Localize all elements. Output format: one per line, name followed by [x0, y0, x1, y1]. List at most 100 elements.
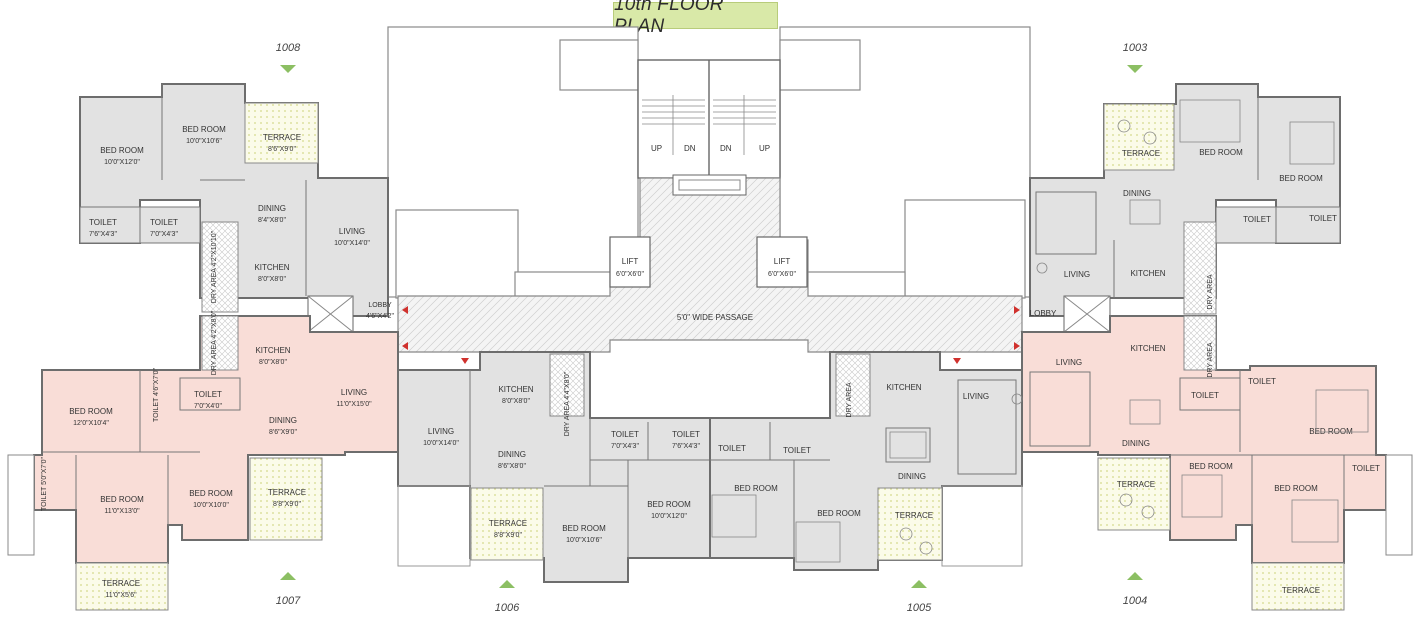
room-1007-living: LIVING [341, 388, 367, 397]
unit-label-1005: 1005 [907, 602, 932, 614]
room-1004-bedroom-2: BED ROOM [1189, 462, 1233, 471]
room-1007-bedroom-2-size: 11'0"X13'0" [104, 508, 140, 515]
room-1006-living-size: 10'0"X14'0" [423, 440, 459, 447]
room-1007-kitchen-size: 8'0"X8'0" [259, 359, 287, 366]
room-1007-terrace-1-size: 8'8"X9'0" [273, 501, 301, 508]
passage-label: 5'0" WIDE PASSAGE [677, 313, 753, 322]
room-1004-terrace-1: TERRACE [1117, 480, 1155, 489]
room-1007-terrace-2-size: 11'0"X5'6" [105, 592, 137, 599]
room-1004-toilet-3: TOILET [1352, 464, 1380, 473]
room-1005-toilet-2: TOILET [783, 446, 811, 455]
unit-1004 [1021, 315, 1413, 611]
room-1006-bedroom-1: BED ROOM [647, 500, 691, 509]
room-1007-toilet-2: TOILET [194, 390, 222, 399]
unit-label-1006: 1006 [495, 602, 520, 614]
room-1007-toilet-1: TOILET 4'6"X7'0" [153, 367, 160, 422]
room-1008-living: LIVING [339, 227, 365, 236]
room-1006-toilet-2: TOILET [672, 430, 700, 439]
room-1004-dry-area: DRY AREA [1207, 342, 1214, 377]
room-1008-dining-size: 8'4"X8'0" [258, 217, 286, 224]
room-1004-dining: DINING [1122, 439, 1150, 448]
passage-markers [402, 306, 1020, 364]
room-1008-terrace: TERRACE [263, 133, 301, 142]
room-1004-bedroom-1: BED ROOM [1309, 427, 1353, 436]
room-1005-toilet-1: TOILET [718, 444, 746, 453]
room-1005-bedroom-2: BED ROOM [817, 509, 861, 518]
room-1007-bedroom-2: BED ROOM [100, 495, 144, 504]
room-1008-dry-area: DRY AREA 4'2"X10'10" [211, 230, 218, 303]
room-1006-dining-size: 8'6"X8'0" [498, 463, 526, 470]
room-1008-toilet-2: TOILET [150, 218, 178, 227]
room-1006-terrace-size: 8'8"X9'0" [494, 532, 522, 539]
room-1007-bedroom-1: BED ROOM [69, 407, 113, 416]
room-1007-terrace-2: TERRACE [102, 579, 140, 588]
room-1003-dining: DINING [1123, 189, 1151, 198]
room-1008-bedroom-2-size: 10'0"X10'6" [186, 138, 222, 145]
room-1005-kitchen: KITCHEN [886, 383, 921, 392]
room-1008-kitchen: KITCHEN [254, 263, 289, 272]
room-1008-toilet-2-size: 7'0"X4'3" [150, 231, 178, 238]
room-1006-dry-area: DRY AREA 4'4"X8'0" [564, 371, 571, 436]
room-1007-toilet-2-size: 7'0"X4'0" [194, 403, 222, 410]
room-1008-dining: DINING [258, 204, 286, 213]
room-1008-bedroom-1: BED ROOM [100, 146, 144, 155]
room-1003-toilet-1: TOILET [1243, 215, 1271, 224]
room-1003-living: LIVING [1064, 270, 1090, 279]
unit-1007 [7, 315, 399, 611]
unit-1005 [709, 351, 1023, 571]
unit-1008 [79, 83, 389, 333]
room-1008-terrace-size: 8'6"X9'0" [268, 146, 296, 153]
room-1005-dining: DINING [898, 472, 926, 481]
room-1007-kitchen: KITCHEN [255, 346, 290, 355]
lobby-right: LOBBY [1030, 309, 1057, 318]
room-1006-bedroom-2: BED ROOM [562, 524, 606, 533]
room-1004-toilet-2: TOILET [1248, 377, 1276, 386]
wide-passage: LIFT 6'0"X6'0" LIFT 6'0"X6'0" 5'0" WIDE … [397, 174, 1023, 364]
room-1008-bedroom-1-size: 10'0"X12'0" [104, 159, 140, 166]
room-1006-toilet-1: TOILET [611, 430, 639, 439]
room-1003-bedroom-2: BED ROOM [1279, 174, 1323, 183]
room-1006-terrace: TERRACE [489, 519, 527, 528]
lift-right-size: 6'0"X6'0" [768, 271, 796, 278]
room-1005-living: LIVING [963, 392, 989, 401]
room-1004-kitchen: KITCHEN [1130, 344, 1165, 353]
room-1007-dining-size: 8'6"X9'0" [269, 429, 297, 436]
furniture [711, 99, 1369, 563]
room-1003-bedroom-1: BED ROOM [1199, 148, 1243, 157]
room-1007-bedroom-1-size: 12'0"X10'4" [73, 420, 109, 427]
stair-up-2: UP [759, 144, 770, 153]
room-1008-kitchen-size: 8'0"X8'0" [258, 276, 286, 283]
room-1006-toilet-2-size: 7'6"X4'3" [672, 443, 700, 450]
room-1006-kitchen: KITCHEN [498, 385, 533, 394]
room-1005-terrace: TERRACE [895, 511, 933, 520]
room-1004-terrace-2: TERRACE [1282, 586, 1320, 595]
room-1005-bedroom-1: BED ROOM [734, 484, 778, 493]
plan-title: 10th FLOOR PLAN [613, 0, 778, 37]
room-1008-toilet-1: TOILET [89, 218, 117, 227]
room-1007-bedroom-3: BED ROOM [189, 489, 233, 498]
lift-left-label: LIFT [622, 257, 639, 266]
room-1006-bedroom-2-size: 10'0"X10'6" [566, 537, 602, 544]
lobby-left: LOBBY [368, 302, 392, 309]
room-1006-living: LIVING [428, 427, 454, 436]
room-1006-kitchen-size: 8'0"X8'0" [502, 398, 530, 405]
lift-right-label: LIFT [774, 257, 791, 266]
unit-1006 [397, 351, 711, 583]
room-1007-toilet-3: TOILET 5'0"X7'0" [41, 456, 48, 511]
unit-label-1008: 1008 [276, 42, 301, 54]
room-1003-dry-area: DRY AREA [1207, 274, 1214, 309]
stair-dn-1: DN [684, 144, 696, 153]
unit-label-1007: 1007 [276, 595, 301, 607]
lobby-left-size: 4'6"X4'2" [366, 313, 394, 320]
room-1007-dining: DINING [269, 416, 297, 425]
room-1007-dry-area: DRY AREA 4'2"X8'0" [211, 310, 218, 375]
unit-markers [280, 65, 1143, 588]
room-1008-toilet-1-size: 7'6"X4'3" [89, 231, 117, 238]
room-1003-kitchen: KITCHEN [1130, 269, 1165, 278]
room-1006-dining: DINING [498, 450, 526, 459]
room-1006-bedroom-1-size: 10'0"X12'0" [651, 513, 687, 520]
room-1008-bedroom-2: BED ROOM [182, 125, 226, 134]
unit-label-1004: 1004 [1123, 595, 1147, 607]
stair-up-1: UP [651, 144, 662, 153]
room-1004-living: LIVING [1056, 358, 1082, 367]
